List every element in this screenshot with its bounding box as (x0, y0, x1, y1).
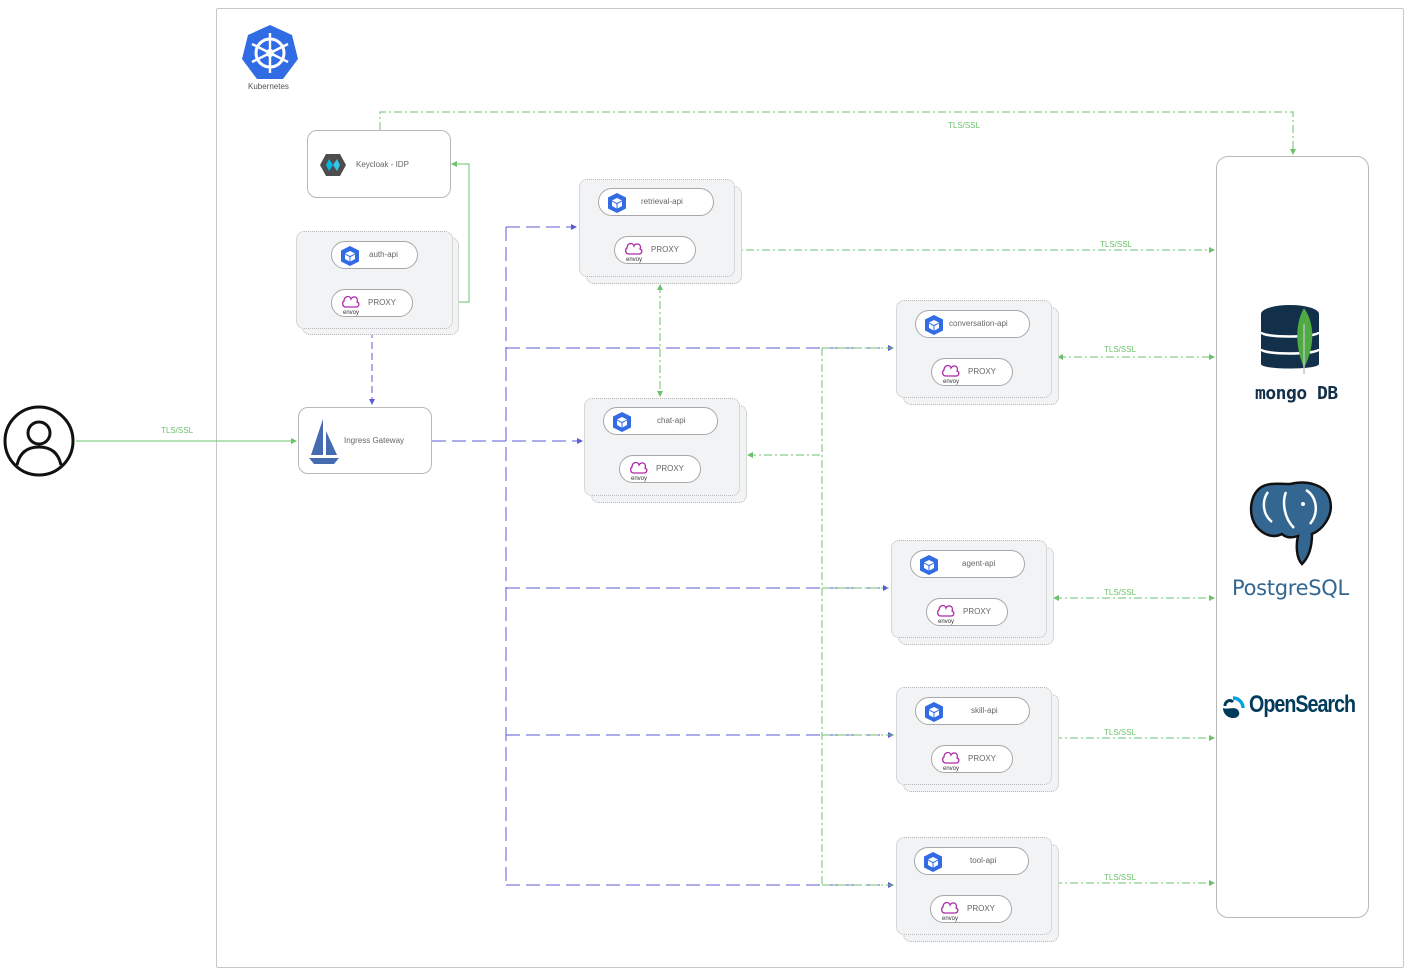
auth-proxy[interactable]: envoy PROXY (331, 289, 413, 317)
agent-api-label: agent-api (962, 559, 996, 568)
k8s-pod-icon (608, 193, 626, 213)
tls-label-retrieval: TLS/SSL (1100, 240, 1133, 249)
k8s-pod-icon (925, 315, 943, 335)
chat-api-pod[interactable]: chat-api (603, 407, 718, 435)
envoy-label: envoy (626, 257, 642, 263)
envoy-icon: envoy (941, 901, 959, 922)
chat-api-label: chat-api (657, 416, 686, 425)
kubernetes-icon (242, 25, 298, 79)
agent-api-pod[interactable]: agent-api (910, 550, 1025, 578)
tls-label-conversation: TLS/SSL (1104, 345, 1137, 354)
auth-proxy-label: PROXY (368, 298, 397, 307)
gateway-routes (432, 224, 894, 888)
istio-sail-icon (309, 419, 339, 464)
envoy-label: envoy (943, 379, 959, 385)
tool-proxy[interactable]: envoy PROXY (930, 895, 1012, 923)
k8s-pod-icon (924, 852, 942, 872)
postgresql-label: PostgreSQL (1232, 576, 1349, 600)
envoy-label: envoy (343, 310, 359, 316)
mongodb-icon (1260, 305, 1321, 374)
chat-proxy[interactable]: envoy PROXY (619, 455, 701, 483)
auth-api-label: auth-api (369, 250, 398, 259)
skill-proxy[interactable]: envoy PROXY (931, 745, 1013, 773)
ingress-gateway-card[interactable]: Ingress Gateway (298, 407, 432, 474)
envoy-label: envoy (942, 916, 958, 922)
chat-proxy-label: PROXY (656, 464, 685, 473)
conversation-api-label: conversation-api (949, 319, 1008, 328)
tls-label-tool: TLS/SSL (1104, 873, 1137, 882)
k8s-pod-icon (920, 555, 938, 575)
chat-routes (657, 284, 893, 886)
envoy-icon: envoy (942, 364, 960, 385)
keycloak-icon (320, 154, 346, 176)
opensearch-label: OpenSearch (1249, 691, 1356, 718)
tool-api-pod[interactable]: tool-api (914, 847, 1029, 875)
db-links (697, 247, 1215, 886)
ingress-gateway-label: Ingress Gateway (344, 436, 405, 445)
envoy-icon: envoy (625, 242, 643, 263)
conversation-proxy-label: PROXY (968, 367, 997, 376)
envoy-label: envoy (938, 619, 954, 625)
envoy-icon: envoy (630, 461, 648, 482)
retrieval-proxy[interactable]: envoy PROXY (614, 236, 696, 264)
keycloak-db-link (379, 111, 1296, 155)
tls-label-agent: TLS/SSL (1104, 588, 1137, 597)
conversation-proxy[interactable]: envoy PROXY (931, 358, 1013, 386)
keycloak-label: Keycloak - IDP (356, 160, 409, 169)
auth-api-pod[interactable]: auth-api (331, 241, 418, 269)
kubernetes-label: Kubernetes (248, 82, 289, 91)
agent-proxy-label: PROXY (963, 607, 992, 616)
conversation-api-pod[interactable]: conversation-api (915, 310, 1030, 338)
envoy-icon: envoy (937, 604, 955, 625)
skill-api-pod[interactable]: skill-api (915, 697, 1030, 725)
tls-label-keycloak: TLS/SSL (948, 121, 981, 130)
skill-api-label: skill-api (971, 706, 998, 715)
tool-proxy-label: PROXY (967, 904, 996, 913)
tls-label-user: TLS/SSL (161, 426, 194, 435)
postgresql-icon (1249, 481, 1333, 566)
envoy-icon: envoy (342, 295, 360, 316)
envoy-label: envoy (943, 766, 959, 772)
retrieval-proxy-label: PROXY (651, 245, 680, 254)
k8s-pod-icon (925, 702, 943, 722)
retrieval-api-pod[interactable]: retrieval-api (598, 188, 714, 216)
skill-proxy-label: PROXY (968, 754, 997, 763)
mongodb-label: mongo DB (1255, 383, 1338, 404)
opensearch-icon (1223, 696, 1245, 718)
retrieval-api-label: retrieval-api (641, 197, 683, 206)
k8s-pod-icon (613, 412, 631, 432)
envoy-label: envoy (631, 476, 647, 482)
k8s-pod-icon (341, 246, 359, 266)
pod-proxy-links (369, 216, 975, 894)
envoy-icon: envoy (942, 751, 960, 772)
user-icon (3, 405, 75, 477)
tool-api-label: tool-api (970, 856, 997, 865)
agent-proxy[interactable]: envoy PROXY (926, 598, 1008, 626)
keycloak-card[interactable]: Keycloak - IDP (307, 130, 451, 198)
tls-label-skill: TLS/SSL (1104, 728, 1137, 737)
kubernetes-cluster (216, 8, 1404, 968)
